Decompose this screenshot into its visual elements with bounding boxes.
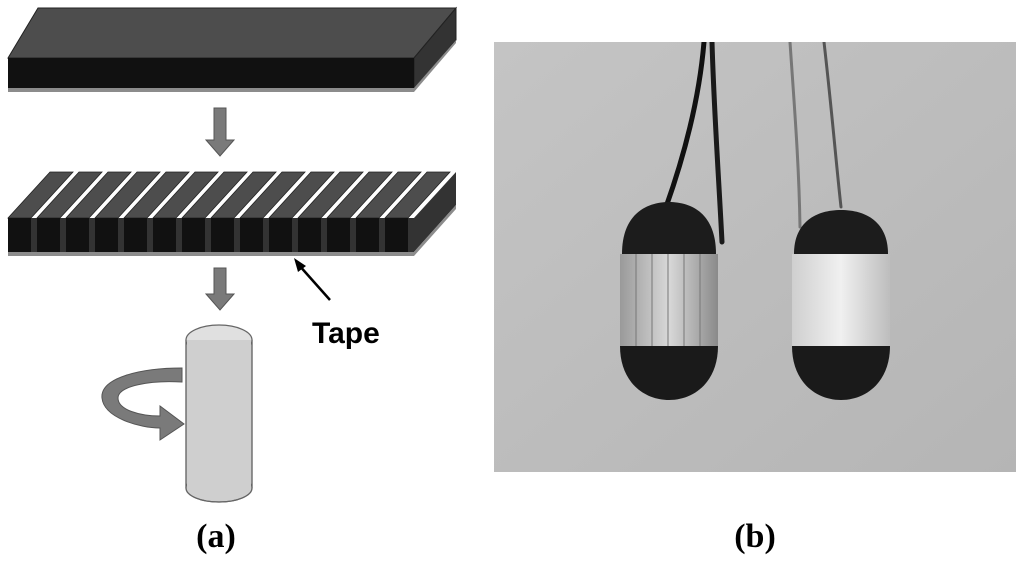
diced-strip-front [66,218,89,252]
wrapped-cylinder [185,324,253,503]
down-arrow-1 [204,107,236,157]
down-arrow-2 [204,267,236,311]
diced-strip-front [211,218,234,252]
diced-strip-front [153,218,176,252]
diced-strip-front [124,218,147,252]
diced-strip-front [327,218,350,252]
diced-strip-front [182,218,205,252]
tape-pointer [294,258,331,301]
diced-strip-front [356,218,379,252]
diced-strip-front [298,218,321,252]
fabrication-schematic: Tape [7,6,458,503]
diced-strip-front [37,218,60,252]
diced-piezo-slab [7,171,456,256]
photo-background [494,42,1016,472]
caption-a: (a) [196,518,236,555]
caption-b: (b) [734,518,776,555]
diced-strip-front [8,218,31,252]
wires [663,42,843,245]
diced-strip-front [385,218,408,252]
diced-strip-front [240,218,263,252]
rotation-arrow [101,367,185,441]
transducer-solid [792,210,890,400]
transducer-segmented [620,202,718,400]
diced-strip-front [95,218,118,252]
solid-piezo-slab [7,6,458,92]
transducer-photo [494,42,1016,472]
diced-strip-front [269,218,292,252]
tape-label: Tape [312,317,380,350]
